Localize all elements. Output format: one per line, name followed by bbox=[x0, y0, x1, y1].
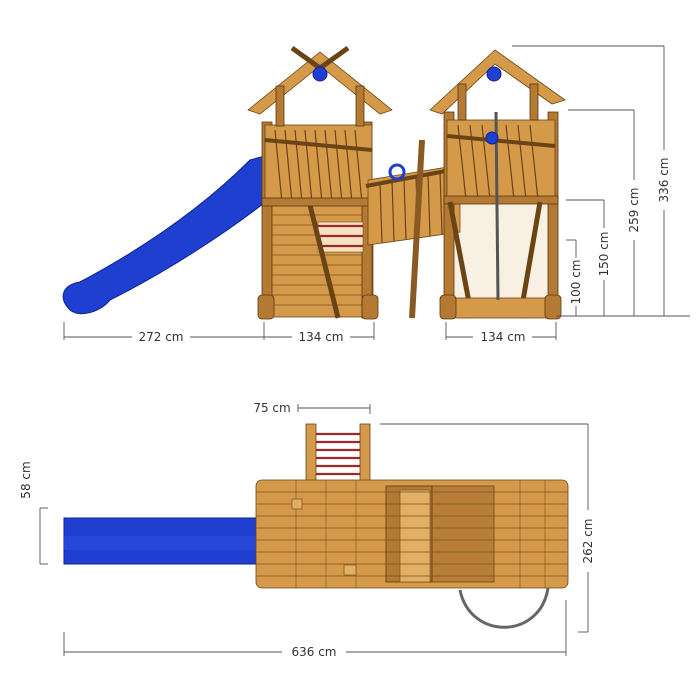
tower-right-railing-slats bbox=[457, 124, 539, 201]
top-deck bbox=[255, 479, 569, 589]
dim-slide-width: 58 cm bbox=[19, 461, 33, 498]
top-deck-planks bbox=[256, 480, 568, 588]
dim-ladder-width: 75 cm bbox=[253, 401, 290, 415]
crest-icon-right bbox=[486, 66, 502, 82]
dim-height-bridge: 100 cm bbox=[569, 259, 583, 304]
dim-tower1-width: 134 cm bbox=[298, 330, 343, 344]
dim-total-length: 636 cm bbox=[291, 645, 336, 659]
tower-left-planks bbox=[268, 214, 373, 306]
side-view-dimensions bbox=[63, 45, 690, 340]
tower-left-roof bbox=[247, 51, 393, 115]
dim-height-total: 336 cm bbox=[657, 157, 671, 202]
crest-icon bbox=[312, 66, 328, 82]
steering-wheel-icon bbox=[388, 163, 406, 181]
top-swing-arc bbox=[458, 587, 550, 629]
slide bbox=[62, 154, 269, 315]
top-ladder bbox=[305, 423, 371, 485]
dim-height-roof: 259 cm bbox=[627, 187, 641, 232]
tower-right-roof bbox=[429, 49, 566, 115]
dim-height-platform: 150 cm bbox=[597, 231, 611, 276]
top-view-dimensions bbox=[39, 404, 589, 656]
side-view: 272 cm 134 cm 134 cm 336 cm 259 cm 150 c… bbox=[62, 45, 690, 344]
dim-depth: 262 cm bbox=[581, 518, 595, 563]
dim-tower2-width: 134 cm bbox=[480, 330, 525, 344]
top-view: 75 cm 58 cm 262 cm 636 cm bbox=[19, 401, 595, 659]
telescope-icon bbox=[485, 131, 499, 145]
tower-left bbox=[247, 45, 393, 320]
tower-right bbox=[429, 49, 566, 320]
bridge bbox=[365, 139, 463, 319]
dim-slide-length: 272 cm bbox=[138, 330, 183, 344]
